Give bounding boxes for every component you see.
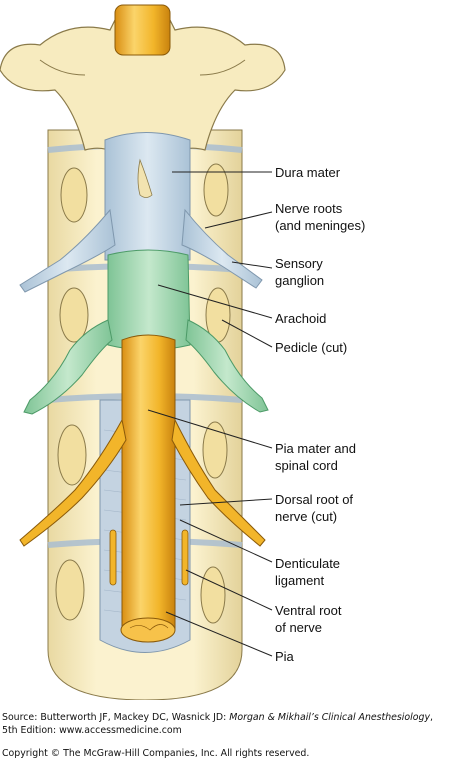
label-denticulate-ligament: Denticulate ligament bbox=[275, 556, 341, 588]
source-suffix: , bbox=[430, 712, 433, 723]
label-pedicle: Pedicle (cut) bbox=[275, 340, 348, 355]
leader-lines bbox=[147, 171, 273, 657]
label-dorsal-root: Dorsal root of nerve (cut) bbox=[275, 492, 354, 524]
upper-vertebra bbox=[0, 4, 286, 186]
dura-mater bbox=[19, 132, 263, 293]
source-book-title: Morgan & Mikhail’s Clinical Anesthesiolo… bbox=[229, 712, 430, 723]
label-nerve-roots: Nerve roots (and meninges) bbox=[275, 201, 366, 233]
spinal-cord bbox=[19, 334, 266, 643]
spinal-cord-anatomy-illustration bbox=[0, 4, 286, 700]
label-ventral-root: Ventral root of nerve bbox=[275, 603, 342, 635]
arachnoid bbox=[23, 249, 269, 415]
pedicles bbox=[55, 163, 231, 624]
label-dura-mater: Dura mater bbox=[275, 165, 341, 180]
source-prefix: Source: Butterworth JF, Mackey DC, Wasni… bbox=[2, 712, 230, 723]
label-pia-mater-spinal-cord: Pia mater and spinal cord bbox=[275, 441, 356, 473]
source-edition: 5th Edition: www.accessmedicine.com bbox=[2, 725, 182, 736]
label-pia: Pia bbox=[275, 649, 294, 664]
label-sensory-ganglion: Sensory ganglion bbox=[275, 256, 325, 288]
copyright-notice: Copyright © The McGraw-Hill Companies, I… bbox=[2, 748, 310, 759]
source-citation: Source: Butterworth JF, Mackey DC, Wasni… bbox=[2, 711, 433, 724]
label-arachoid: Arachoid bbox=[275, 311, 327, 326]
